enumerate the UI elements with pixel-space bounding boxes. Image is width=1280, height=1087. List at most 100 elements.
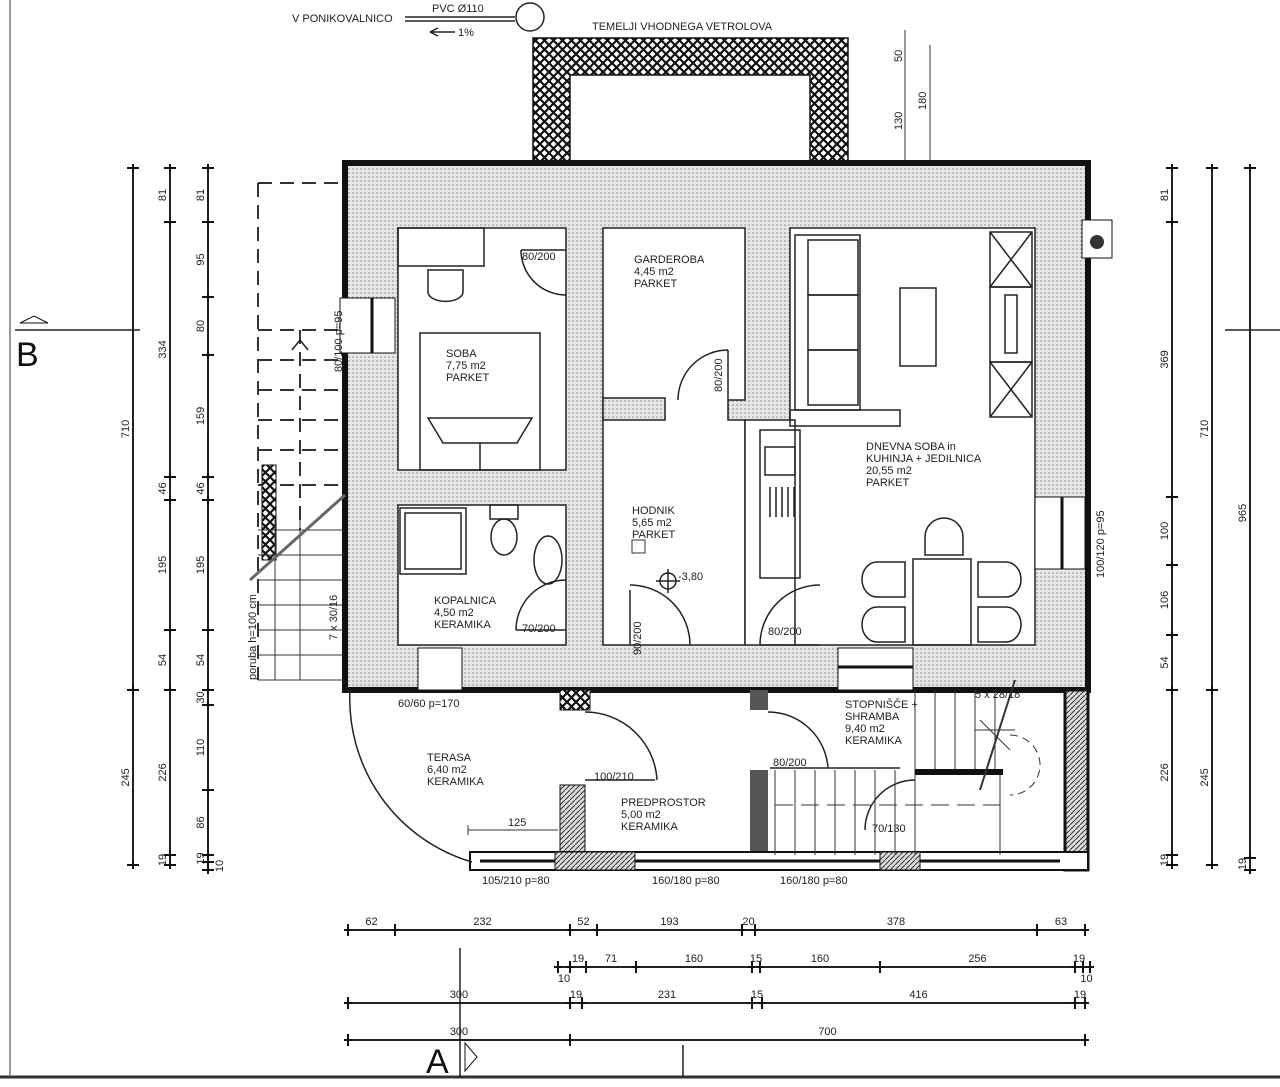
dimension-label: 256 xyxy=(968,953,986,965)
coffee-table xyxy=(899,287,937,367)
dimension-tick xyxy=(1081,924,1089,936)
toilet-icon xyxy=(490,518,518,556)
section-marker-a: A xyxy=(426,948,684,1081)
dimension-tick xyxy=(566,997,574,1009)
dimension-tick xyxy=(1166,164,1178,172)
manhole-icon xyxy=(515,2,545,32)
dimension-label: 54 xyxy=(195,654,207,666)
dimension-tick xyxy=(202,786,214,794)
dimension-tick xyxy=(632,961,640,973)
dimension-label: 700 xyxy=(818,1026,836,1038)
dimension-tick xyxy=(202,851,214,859)
dimension-tick xyxy=(1086,961,1094,973)
dimension-label: 63 xyxy=(1055,916,1067,928)
dimension-tick xyxy=(566,961,574,973)
kitchen-counter xyxy=(759,429,801,579)
dimension-tick xyxy=(164,686,176,694)
dimension-tick xyxy=(1206,164,1218,172)
dimension-label: 19 xyxy=(1073,953,1085,965)
dimension-label: 160 xyxy=(811,953,829,965)
dimension-label: 245 xyxy=(1199,768,1211,786)
opening-label: 80/200 xyxy=(522,251,556,263)
dimension-tick xyxy=(1206,686,1218,694)
dimension-label: 19 xyxy=(1237,858,1249,870)
opening-label: 100/120 p=95 xyxy=(1095,510,1107,578)
dimension-tick xyxy=(748,961,756,973)
section-label: A xyxy=(426,1043,449,1081)
dimension-label: 46 xyxy=(195,482,207,494)
dimension-tick xyxy=(1071,961,1079,973)
dimension-tick xyxy=(1166,686,1178,694)
shower-icon xyxy=(399,507,467,575)
dimension-tick xyxy=(202,626,214,634)
chair-icon xyxy=(427,269,464,303)
dimension-label: 19 xyxy=(572,953,584,965)
dimension-tick xyxy=(554,961,562,973)
dimension-tick xyxy=(202,351,214,359)
dimension-tick xyxy=(1081,1034,1089,1046)
dimension-label: 46 xyxy=(157,482,169,494)
dimension-tick xyxy=(1244,866,1256,874)
dining-table xyxy=(912,558,972,646)
dimension-tick xyxy=(202,218,214,226)
dimension-label: 10 xyxy=(214,860,226,872)
dimension-tick xyxy=(1206,861,1218,869)
dimension-label: 52 xyxy=(577,916,589,928)
opening-label: 80/200 xyxy=(713,358,725,392)
room-kopalnica xyxy=(397,504,567,646)
dimension-label: 81 xyxy=(157,189,169,201)
opening-label: 125 xyxy=(508,817,526,829)
dimension-label: 226 xyxy=(1159,763,1171,781)
door-swings xyxy=(349,249,916,863)
windows xyxy=(339,219,1113,691)
opening-label: 60/60 p=170 xyxy=(398,698,459,710)
dimension-label: 195 xyxy=(157,556,169,574)
dimension-tick xyxy=(164,164,176,172)
dimension-tick xyxy=(164,861,176,869)
dimension-tick xyxy=(127,164,139,172)
dimension-tick xyxy=(202,686,214,694)
dimension-label: 106 xyxy=(1159,591,1171,609)
opening-labels: 80/200 80/200 70/200 90/200 80/200 60/60… xyxy=(247,251,1107,887)
dimension-label: 193 xyxy=(660,916,678,928)
dimension-tick xyxy=(751,924,759,936)
opening-label: 100/210 xyxy=(594,771,634,783)
desk xyxy=(397,227,485,267)
sink-icon xyxy=(533,535,563,585)
opening-label: 7 x 30/16 xyxy=(328,595,340,640)
dimension-label: 710 xyxy=(1199,420,1211,438)
dimension-label: 19 xyxy=(1074,989,1086,1001)
opening-label: 70/200 xyxy=(522,623,556,635)
dimension-tick xyxy=(876,961,884,973)
opening-label: 160/180 p=80 xyxy=(780,875,848,887)
opening-label: 80/200 xyxy=(773,757,807,769)
dimension-label: 95 xyxy=(195,253,207,265)
room-soba xyxy=(397,227,567,471)
drain-annotation: V PONIKOVALNICO PVC Ø110 1% TEMELJI VHOD… xyxy=(292,2,773,39)
dimension-label: 19 xyxy=(157,854,169,866)
drain-label: V PONIKOVALNICO xyxy=(292,13,393,25)
dimension-tick xyxy=(738,924,746,936)
dimension-tick xyxy=(202,164,214,172)
dimension-label: 81 xyxy=(195,189,207,201)
dimension-tick xyxy=(758,997,766,1009)
dimension-tick xyxy=(391,924,399,936)
opening-label: 80/100 p=95 xyxy=(333,311,345,372)
dimension-label: 159 xyxy=(195,407,207,425)
dimension-tick xyxy=(344,924,352,936)
dimension-label: 378 xyxy=(887,916,905,928)
dimension-label: 19 xyxy=(195,852,207,864)
dimension-label: 180 xyxy=(917,92,929,110)
dimension-label: 10 xyxy=(558,973,570,985)
room-garderoba-hodnik xyxy=(602,227,746,646)
dimension-label: 10 xyxy=(1080,973,1092,985)
dimension-tick xyxy=(127,686,139,694)
stairs xyxy=(774,679,1041,855)
dimension-tick xyxy=(202,473,214,481)
